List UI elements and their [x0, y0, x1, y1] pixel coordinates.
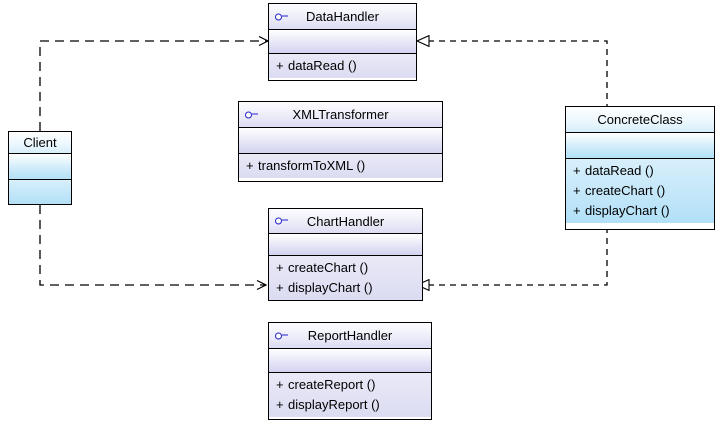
class-box-concreteclass[interactable]: ConcreteClass + dataRead () + createChart …: [565, 106, 715, 230]
class-attributes-xmltransformer: [239, 128, 442, 154]
interface-lollipop-icon: [275, 217, 289, 226]
class-box-datahandler[interactable]: DataHandler + dataRead (): [268, 3, 417, 81]
class-attributes-reporthandler: [269, 349, 431, 373]
operation-label: displayReport (): [288, 397, 380, 412]
edge-concreteclass-to-datahandler: [417, 41, 608, 106]
operation-row: + displayChart (): [269, 278, 422, 298]
class-attributes-datahandler: [269, 30, 416, 54]
visibility-marker: +: [276, 377, 284, 392]
class-operations-reporthandler: + createReport () + displayReport (): [269, 373, 431, 417]
class-name-client: Client: [23, 134, 57, 150]
visibility-marker: +: [276, 280, 284, 295]
interface-lollipop-icon: [275, 331, 289, 340]
edge-client-to-datahandler: [39, 41, 268, 131]
class-operations-client: [9, 180, 71, 204]
class-box-xmltransformer[interactable]: XMLTransformer + transformToXML (): [238, 101, 443, 182]
edge-client-to-charthandler: [39, 205, 266, 285]
operation-label: dataRead (): [288, 58, 357, 73]
class-name-reporthandler: ReportHandler: [307, 327, 393, 343]
class-title-datahandler: DataHandler: [269, 4, 416, 30]
class-operations-concreteclass: + dataRead () + createChart () + displayCha…: [566, 159, 714, 223]
class-attributes-charthandler: [269, 234, 422, 256]
class-attributes-client: [9, 154, 71, 180]
operation-label: createChart (): [288, 260, 369, 275]
operation-row: + createReport (): [269, 375, 431, 395]
visibility-marker: +: [573, 203, 581, 218]
operation-row: + createChart (): [269, 258, 422, 278]
operation-label: transformToXML (): [258, 158, 366, 173]
class-box-client[interactable]: Client: [8, 131, 72, 205]
class-title-concreteclass: ConcreteClass: [566, 107, 714, 133]
class-attributes-concreteclass: [566, 133, 714, 159]
interface-lollipop-icon: [245, 110, 259, 119]
visibility-marker: +: [573, 163, 581, 178]
class-name-datahandler: DataHandler: [306, 8, 379, 24]
class-title-xmltransformer: XMLTransformer: [239, 102, 442, 128]
operation-row: + dataRead (): [566, 161, 714, 181]
visibility-marker: +: [276, 397, 284, 412]
class-title-charthandler: ChartHandler: [269, 209, 422, 234]
visibility-marker: +: [276, 260, 284, 275]
visibility-marker: +: [246, 158, 254, 173]
class-operations-datahandler: + dataRead (): [269, 54, 416, 78]
edge-concreteclass-to-charthandler: [417, 230, 608, 285]
operation-label: displayChart (): [585, 203, 670, 218]
class-name-charthandler: ChartHandler: [306, 213, 385, 229]
operation-row: + dataRead (): [269, 56, 416, 76]
class-title-client: Client: [9, 132, 71, 154]
class-operations-xmltransformer: + transformToXML (): [239, 154, 442, 178]
operation-row: + displayChart (): [566, 201, 714, 221]
operation-label: displayChart (): [288, 280, 373, 295]
operation-label: createReport (): [288, 377, 376, 392]
class-box-reporthandler[interactable]: ReportHandler + createReport () + displayR…: [268, 322, 432, 420]
operation-row: + displayReport (): [269, 395, 431, 415]
operation-label: dataRead (): [585, 163, 654, 178]
visibility-marker: +: [573, 183, 581, 198]
operation-row: + transformToXML (): [239, 156, 442, 176]
operation-label: createChart (): [585, 183, 666, 198]
interface-lollipop-icon: [275, 12, 289, 21]
class-operations-charthandler: + createChart () + displayChart (): [269, 256, 422, 300]
visibility-marker: +: [276, 58, 284, 73]
class-name-concreteclass: ConcreteClass: [597, 111, 683, 127]
operation-row: + createChart (): [566, 181, 714, 201]
class-name-xmltransformer: XMLTransformer: [292, 106, 389, 122]
class-box-charthandler[interactable]: ChartHandler + createChart () + displayCha…: [268, 208, 423, 301]
class-title-reporthandler: ReportHandler: [269, 323, 431, 349]
